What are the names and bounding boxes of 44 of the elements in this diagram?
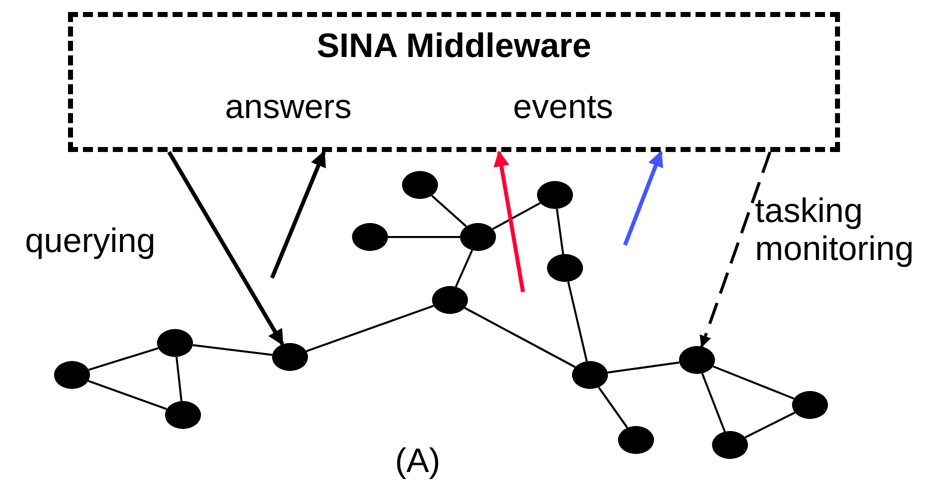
network-node (460, 223, 496, 251)
figure-label: (A) (395, 442, 440, 480)
network-link (431, 194, 467, 228)
annotation-text: tasking monitoring (755, 192, 915, 268)
network-node (165, 401, 201, 429)
network-link (88, 380, 167, 410)
arrow (167, 150, 284, 346)
network-link (556, 208, 564, 254)
network-node (618, 426, 654, 454)
arrow (270, 150, 326, 279)
network-node (432, 286, 468, 314)
network-node (572, 361, 608, 389)
arrow (623, 150, 664, 246)
network-node (547, 254, 583, 282)
annotation-text: events (513, 88, 614, 126)
network-node (679, 346, 715, 374)
network-node (157, 329, 193, 357)
network-link (454, 250, 474, 288)
network-link (701, 373, 726, 432)
network-node (712, 431, 748, 459)
annotation-text: answers (225, 88, 352, 126)
network-link (88, 347, 159, 371)
network-link (176, 356, 182, 402)
arrow (700, 152, 772, 348)
network-node (54, 361, 90, 389)
network-link (567, 282, 588, 362)
network-node (537, 181, 573, 209)
network-link (598, 386, 628, 428)
arrow (494, 150, 525, 292)
network-link (464, 307, 576, 368)
network-link (492, 202, 541, 230)
network-node (272, 343, 308, 371)
annotation-text: querying (25, 222, 156, 260)
middleware-box (68, 12, 840, 152)
network-link (388, 236, 460, 238)
network-link (306, 304, 434, 352)
network-link (744, 412, 796, 438)
network-link (608, 362, 680, 374)
network-link (712, 365, 794, 400)
box-title: SINA Middleware (316, 27, 592, 66)
network-node (352, 223, 388, 251)
network-node (402, 171, 438, 199)
network-link (192, 344, 272, 356)
network-node (792, 391, 828, 419)
